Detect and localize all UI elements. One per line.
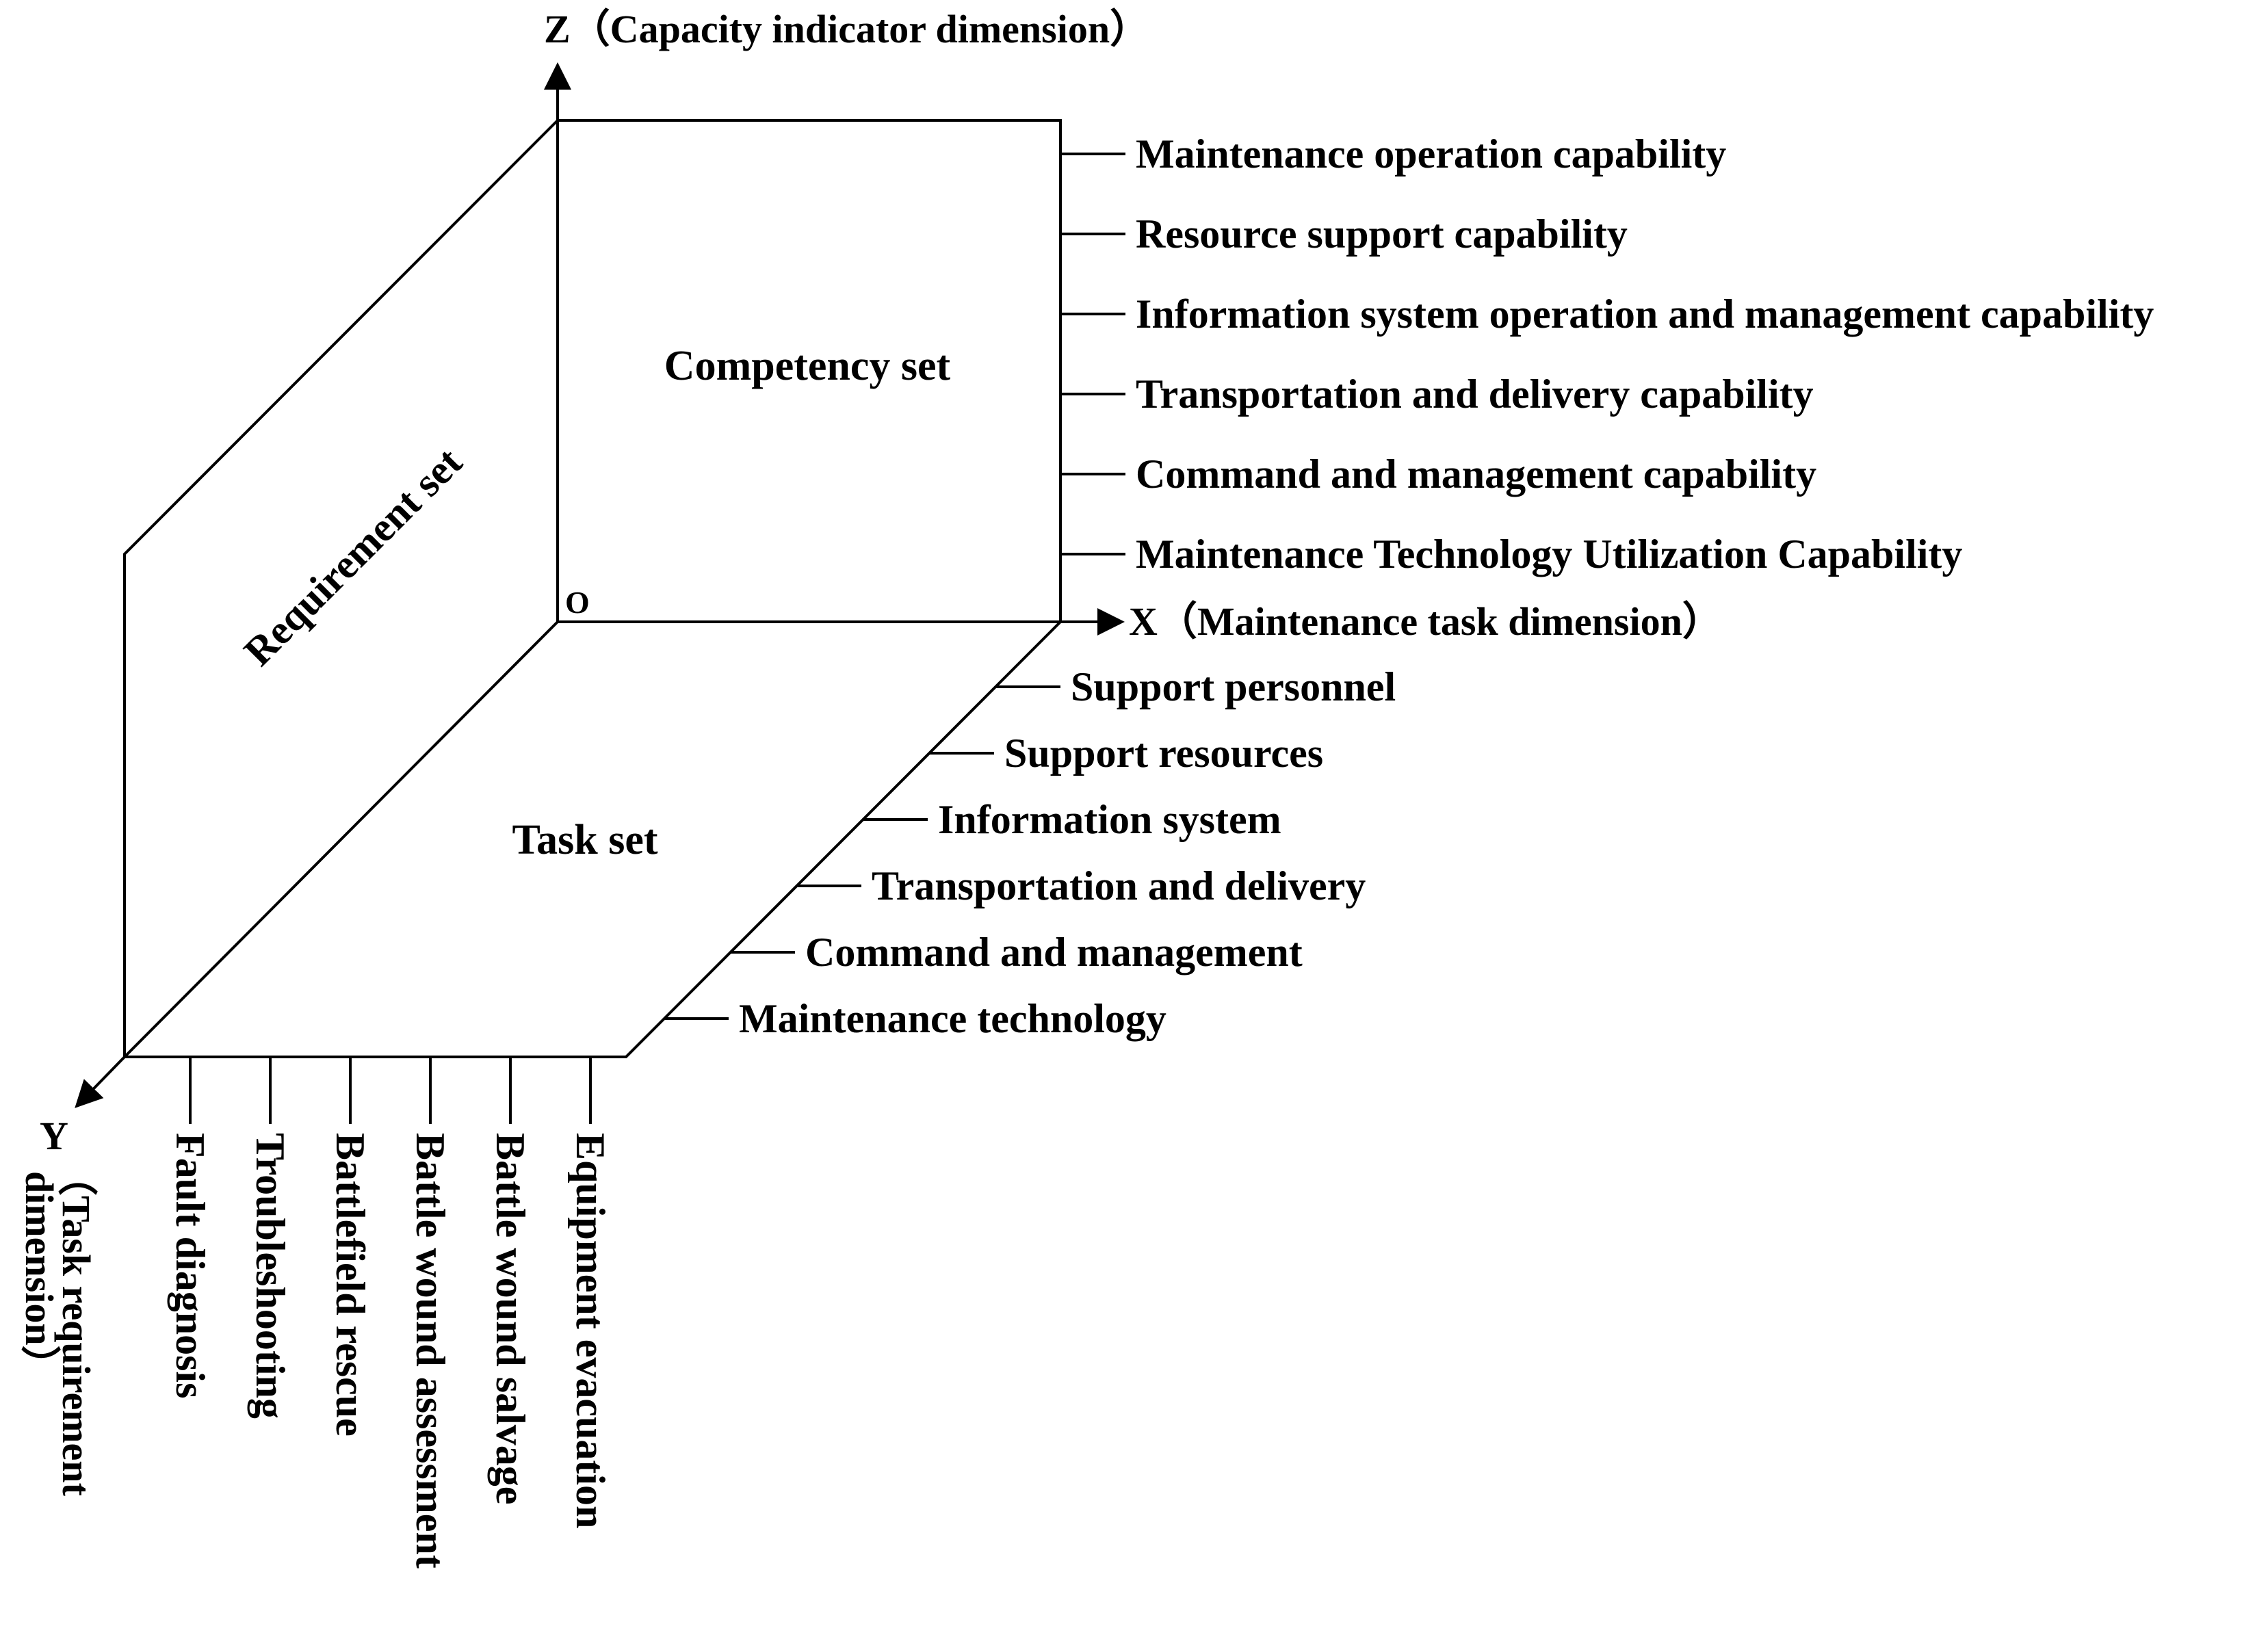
requirement-label: Fault diagnosis	[168, 1133, 213, 1398]
y-axis-sublabel-2: dimension）	[17, 1171, 62, 1385]
requirement-set-face	[123, 119, 559, 1060]
capability-label: Maintenance Technology Utilization Capab…	[1136, 532, 1962, 577]
y-axis	[75, 1056, 126, 1108]
x-axis-label: X（Maintenance task dimension）	[1129, 599, 1722, 644]
requirement-list: Fault diagnosis Troubleshooting Battlefiel…	[168, 1057, 613, 1569]
capability-list: Maintenance operation capabilityResource…	[1060, 131, 2154, 577]
capability-label: Information system operation and managem…	[1136, 291, 2154, 337]
competency-set-label: Competency set	[664, 343, 951, 389]
task-element-label: Maintenance technology	[739, 996, 1166, 1041]
requirement-label: Troubleshooting	[248, 1133, 293, 1419]
task-element-label: Command and management	[805, 930, 1303, 975]
requirement-label: Equipment evacuation	[568, 1133, 613, 1528]
task-element-label: Support personnel	[1071, 664, 1396, 709]
capability-label: Command and management capability	[1136, 451, 1816, 497]
task-element-label: Transportation and delivery	[872, 863, 1366, 908]
requirement-label: Battle wound assessment	[408, 1133, 453, 1569]
task-element-label: Support resources	[1004, 731, 1323, 776]
requirement-label: Battle wound salvage	[488, 1133, 533, 1504]
capability-label: Resource support capability	[1136, 211, 1628, 257]
capability-label: Maintenance operation capability	[1136, 131, 1726, 176]
task-set-label: Task set	[512, 817, 657, 863]
y-axis-label: Y	[40, 1114, 68, 1158]
requirement-label: Battlefield rescue	[328, 1133, 373, 1437]
capability-label: Transportation and delivery capability	[1136, 371, 1814, 417]
y-axis-sublabel-1: （Task requirement	[54, 1156, 99, 1497]
requirement-set-label: Requirement set	[235, 439, 471, 675]
z-axis-label: Z（Capacity indicator dimension）	[544, 7, 1149, 51]
task-set-face	[125, 620, 1064, 1058]
origin-label: O	[565, 585, 590, 620]
task-element-label: Information system	[938, 797, 1281, 842]
